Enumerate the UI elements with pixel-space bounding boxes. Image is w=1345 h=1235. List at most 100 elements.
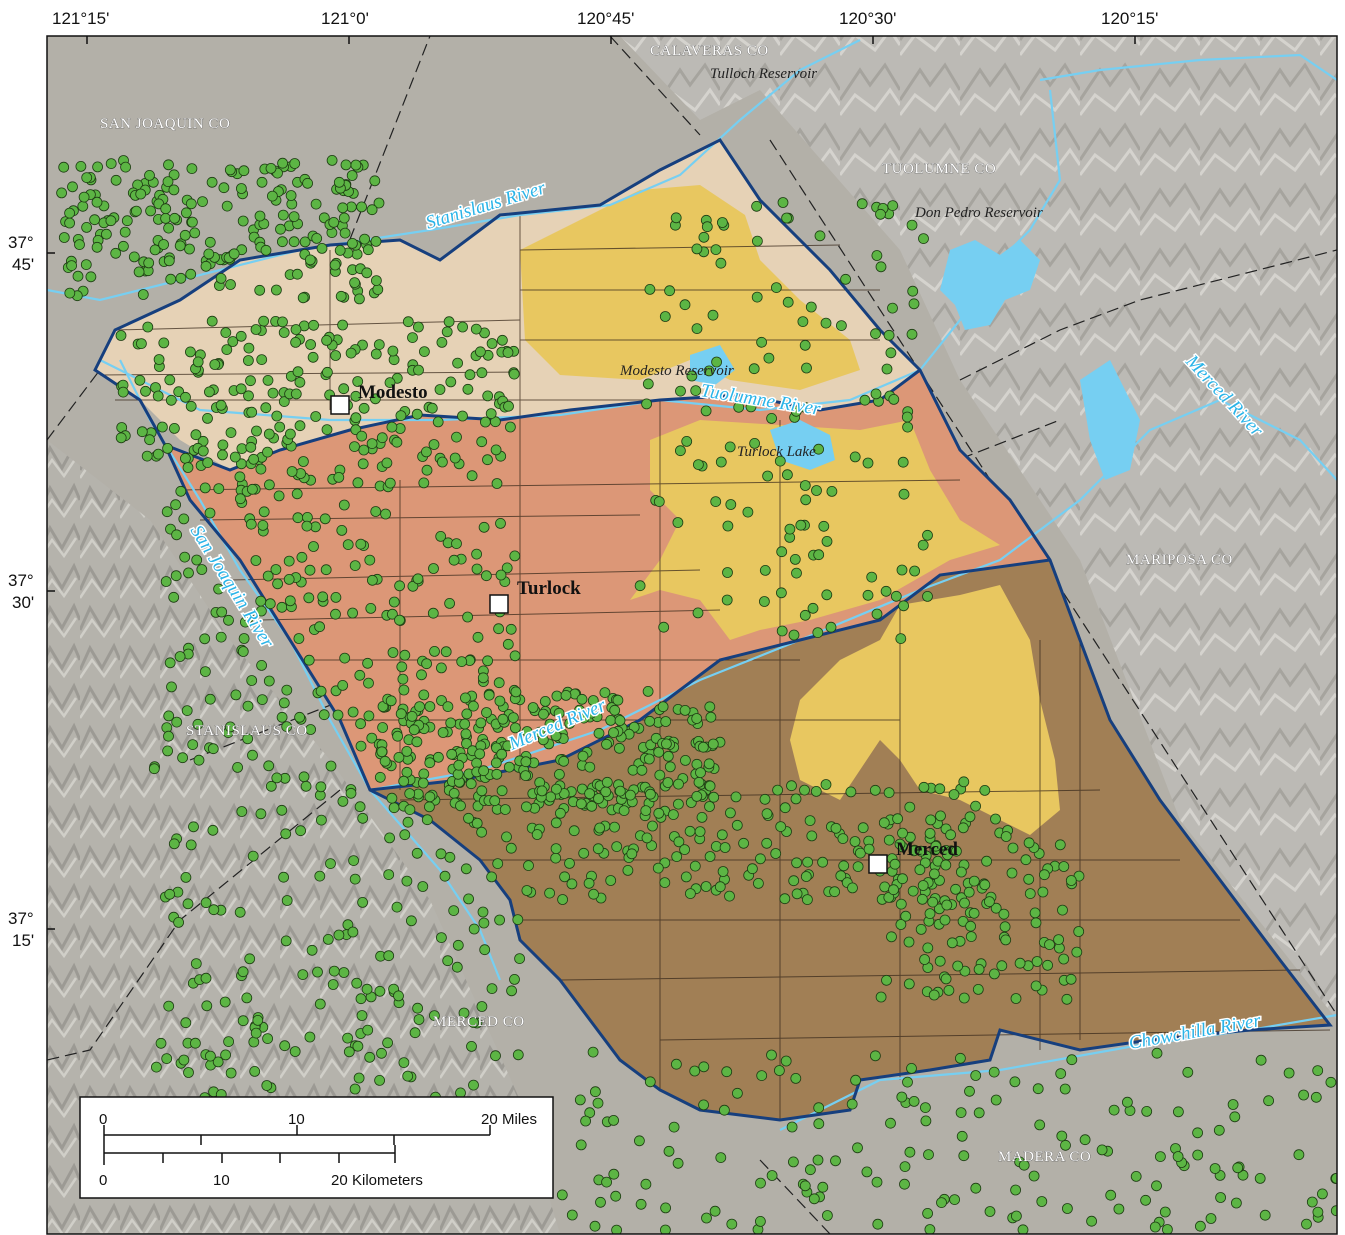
well-point-icon xyxy=(724,890,735,902)
well-point-icon xyxy=(417,777,429,789)
well-point-icon xyxy=(408,724,420,736)
well-point-icon xyxy=(81,221,92,233)
well-point-icon xyxy=(644,715,656,727)
well-point-icon xyxy=(645,788,656,800)
well-point-icon xyxy=(681,435,693,447)
well-point-icon xyxy=(946,937,958,949)
well-point-icon xyxy=(338,212,350,224)
well-point-icon xyxy=(441,326,453,338)
well-point-icon xyxy=(254,210,266,222)
well-point-icon xyxy=(256,660,268,671)
well-point-icon xyxy=(386,608,398,620)
well-point-icon xyxy=(482,390,494,402)
well-point-icon xyxy=(990,1094,1002,1106)
well-point-icon xyxy=(870,388,882,400)
well-point-icon xyxy=(192,356,204,368)
well-point-icon xyxy=(924,1224,936,1234)
well-point-icon xyxy=(675,445,686,457)
well-point-icon xyxy=(338,967,350,978)
well-point-icon xyxy=(396,661,408,673)
well-point-icon xyxy=(857,822,869,834)
well-point-icon xyxy=(1042,959,1053,971)
well-point-icon xyxy=(984,896,995,907)
well-point-icon xyxy=(224,721,236,733)
well-point-icon xyxy=(435,848,447,860)
well-point-icon xyxy=(384,377,396,389)
well-point-icon xyxy=(1172,1151,1184,1162)
well-point-icon xyxy=(295,825,307,837)
well-point-icon xyxy=(424,791,436,803)
well-point-icon xyxy=(204,507,216,519)
well-point-icon xyxy=(180,872,192,883)
well-point-icon xyxy=(902,1076,913,1088)
well-point-icon xyxy=(922,529,933,541)
well-point-icon xyxy=(956,1130,968,1142)
well-point-icon xyxy=(153,354,165,365)
well-point-icon xyxy=(557,894,568,905)
well-point-icon xyxy=(575,1139,587,1151)
well-point-icon xyxy=(1108,1104,1120,1116)
well-point-icon xyxy=(503,761,515,773)
well-point-icon xyxy=(169,212,181,224)
well-point-icon xyxy=(644,1076,656,1088)
well-point-icon xyxy=(291,268,303,280)
well-point-icon xyxy=(520,756,532,768)
well-point-icon xyxy=(956,866,967,878)
well-point-icon xyxy=(466,1041,477,1052)
well-point-icon xyxy=(105,158,117,170)
well-point-icon xyxy=(673,798,684,810)
well-point-icon xyxy=(452,939,464,951)
well-point-icon xyxy=(709,1205,721,1217)
well-point-icon xyxy=(813,1118,825,1130)
well-point-icon xyxy=(190,429,202,441)
well-point-icon xyxy=(914,864,926,876)
well-point-icon xyxy=(241,992,253,1004)
well-point-icon xyxy=(170,570,182,582)
well-point-icon xyxy=(354,801,366,813)
well-point-icon xyxy=(352,1040,364,1052)
well-point-icon xyxy=(1162,1224,1173,1234)
well-point-icon xyxy=(1036,1196,1048,1207)
well-point-icon xyxy=(165,394,177,406)
well-point-icon xyxy=(883,892,895,903)
well-point-icon xyxy=(592,843,604,855)
well-point-icon xyxy=(1263,1095,1274,1107)
well-point-icon xyxy=(1024,888,1036,899)
well-point-icon xyxy=(925,814,937,826)
well-point-icon xyxy=(366,574,378,586)
well-point-icon xyxy=(691,243,703,255)
well-point-icon xyxy=(691,323,703,335)
well-point-icon xyxy=(871,250,883,261)
well-point-icon xyxy=(806,830,818,842)
well-point-icon xyxy=(849,836,861,847)
well-point-icon xyxy=(710,244,722,256)
well-point-icon xyxy=(182,898,194,910)
well-point-icon xyxy=(401,746,413,757)
well-point-icon xyxy=(215,272,227,284)
well-point-icon xyxy=(776,546,788,558)
well-point-icon xyxy=(634,1135,645,1147)
well-point-icon xyxy=(856,198,868,210)
well-point-icon xyxy=(587,695,599,706)
well-point-icon xyxy=(895,919,907,930)
well-point-icon xyxy=(691,713,703,724)
well-point-icon xyxy=(826,485,838,497)
well-point-icon xyxy=(1030,980,1042,992)
well-point-icon xyxy=(761,837,773,849)
lat-label-30-min: 30' xyxy=(12,593,34,612)
well-point-icon xyxy=(290,388,302,400)
well-point-icon xyxy=(1151,1047,1163,1059)
well-point-icon xyxy=(225,427,237,439)
well-point-icon xyxy=(217,449,228,461)
well-point-icon xyxy=(426,402,438,414)
well-point-icon xyxy=(353,293,365,305)
well-point-icon xyxy=(866,571,878,583)
well-point-icon xyxy=(284,595,296,607)
well-point-icon xyxy=(347,607,359,619)
well-point-icon xyxy=(799,609,811,621)
well-point-icon xyxy=(436,456,448,468)
well-point-icon xyxy=(117,386,129,398)
well-point-icon xyxy=(748,363,760,375)
well-point-icon xyxy=(704,801,715,812)
well-point-icon xyxy=(934,955,946,967)
